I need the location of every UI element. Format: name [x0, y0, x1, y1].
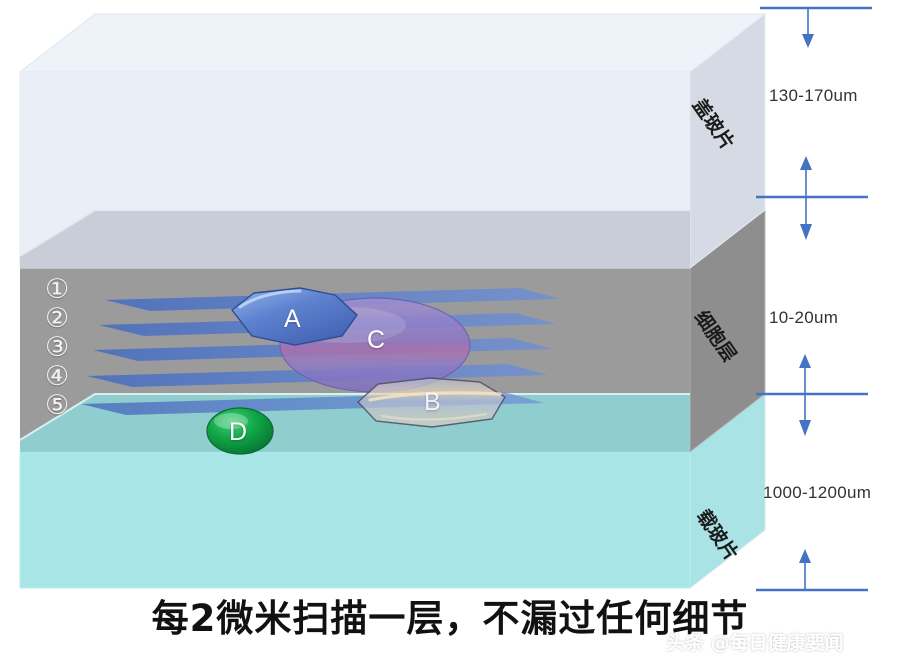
caption-text: 每2微米扫描一层，不漏过任何细节 [151, 597, 749, 640]
cell-a-highlight [238, 289, 302, 309]
cell-b-lower-highlight [380, 412, 488, 421]
cell-b [356, 377, 506, 428]
dim-arrow-cell-up [799, 354, 811, 368]
cell-a-body [231, 287, 358, 346]
cell-layer-rise-wedge [20, 210, 690, 268]
cell-d-body [206, 407, 274, 455]
scan-plane-number-3: ③ [45, 332, 70, 363]
slide-glass-front-face [19, 451, 691, 589]
dimension-annotations [756, 6, 872, 592]
dim-arrow-slide-down [799, 420, 811, 436]
watermark-text: 头条 @每日健康要闻 [666, 632, 844, 654]
thickness-label-cover-glass: 130-170um [769, 86, 858, 105]
cell-layer-top-edge [19, 209, 690, 257]
dim-arrow-slide-up [799, 549, 811, 563]
scan-plane-number-2: ② [45, 303, 70, 334]
dim-arrow-cover-down [802, 34, 814, 48]
thickness-label-slide-glass: 1000-1200um [763, 483, 872, 502]
layer-cover-glass [18, 12, 767, 270]
cell-b-body [356, 377, 506, 428]
cell-a [231, 287, 358, 346]
cell-d-highlight [214, 413, 248, 429]
dim-arrow-cell-down [800, 224, 812, 240]
cell-d [206, 407, 274, 455]
scan-plane-number-list: ① ② ③ ④ ⑤ [45, 276, 69, 421]
thickness-label-cell-layer: 10-20um [769, 308, 839, 327]
scan-plane-number-1: ① [45, 274, 70, 305]
scan-plane-number-5: ⑤ [45, 390, 70, 421]
cover-glass-top-face [18, 13, 767, 73]
scan-plane-number-4: ④ [45, 361, 70, 392]
dim-arrow-cover-up [800, 156, 812, 170]
cell-b-highlight [368, 391, 502, 402]
